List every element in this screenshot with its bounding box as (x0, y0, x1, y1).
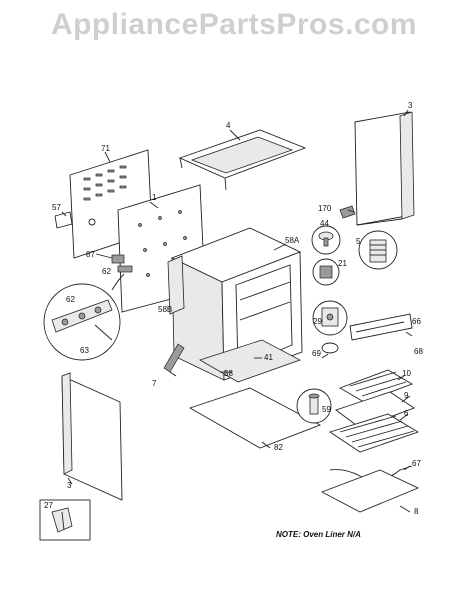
part-bottom-panel-82[interactable] (188, 387, 322, 449)
part-terminal-62[interactable] (117, 265, 133, 273)
part-bottom-tray-58[interactable] (199, 339, 301, 383)
callout-69: 69 (312, 349, 321, 358)
callout-3-bottom: 3 (67, 481, 72, 490)
part-side-panel-3-bottom[interactable] (61, 372, 123, 501)
detail-inset-27 (39, 499, 91, 541)
part-hinge-7[interactable] (163, 343, 185, 373)
part-bracket-57[interactable] (54, 211, 73, 229)
callout-82: 82 (274, 443, 283, 452)
detail-circle-59 (296, 388, 332, 424)
callout-6: 6 (404, 409, 409, 418)
callout-87: 87 (86, 250, 95, 259)
part-clip-170[interactable] (339, 205, 356, 219)
part-broil-element-66[interactable] (349, 313, 413, 341)
detail-circle-5 (358, 230, 398, 270)
callout-41: 41 (264, 353, 273, 362)
detail-circle-29 (312, 300, 348, 336)
part-rack-frame-9[interactable] (335, 391, 415, 429)
leader-lines (61, 109, 413, 513)
callout-5: 5 (356, 237, 361, 246)
part-bake-element-67[interactable] (329, 465, 413, 481)
callout-7: 7 (152, 379, 157, 388)
callout-21: 21 (338, 259, 347, 268)
part-top-panel-4[interactable] (178, 129, 307, 191)
callout-59: 59 (322, 405, 331, 414)
detail-circle-21 (312, 258, 340, 286)
callout-29: 29 (313, 317, 322, 326)
part-lamp-lens-69[interactable] (321, 342, 339, 354)
callout-27: 27 (44, 501, 53, 510)
callout-62-detail: 62 (66, 295, 75, 304)
callout-44: 44 (320, 219, 329, 228)
callout-1: 1 (152, 193, 157, 202)
callout-58B: 58B (158, 305, 172, 314)
callout-4: 4 (226, 121, 231, 130)
detail-circle-62-63 (43, 273, 125, 361)
part-terminal-87[interactable] (111, 254, 125, 264)
callout-9: 9 (404, 391, 409, 400)
part-rack-10[interactable] (338, 369, 414, 403)
callout-63: 63 (80, 346, 89, 355)
callout-10: 10 (402, 369, 411, 378)
watermark: AppliancePartsPros.com (50, 8, 418, 41)
part-side-panel-3-top[interactable] (354, 111, 415, 226)
note-text: NOTE: Oven Liner N/A (276, 530, 361, 539)
callout-57: 57 (52, 203, 61, 212)
part-insulation-58B[interactable] (167, 255, 185, 315)
detail-circle-44 (311, 225, 341, 255)
callout-58: 58 (224, 369, 233, 378)
part-oven-rack-6[interactable] (328, 413, 420, 453)
callout-58A: 58A (285, 236, 300, 245)
callout-3-top: 3 (408, 101, 413, 110)
callout-71: 71 (101, 144, 110, 153)
callout-66: 66 (412, 317, 421, 326)
callout-68: 68 (414, 347, 423, 356)
callout-170: 170 (318, 204, 332, 213)
part-pan-8[interactable] (320, 469, 420, 513)
callout-8: 8 (414, 507, 419, 516)
callout-62-top: 62 (102, 267, 111, 276)
callout-67: 67 (412, 459, 421, 468)
